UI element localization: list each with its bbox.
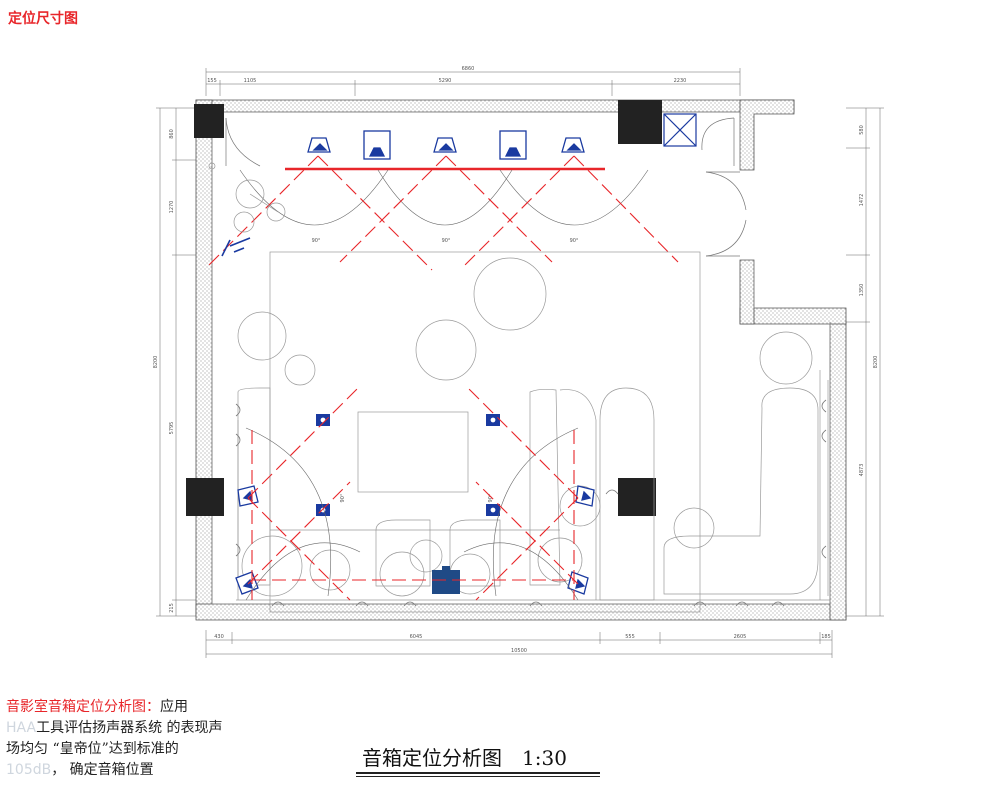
- dim-right-total: 8200: [873, 356, 879, 369]
- speaker-side-right: [575, 485, 595, 507]
- dim-bottom-seg-5: 185: [821, 634, 831, 640]
- coffee-table: [357, 411, 469, 493]
- right-dimension-text: 580 1472 1350 4873 8200: [859, 125, 879, 476]
- dim-left-seg-4: 215: [169, 603, 175, 613]
- angle-labels-surround: 90° 90°: [340, 493, 494, 502]
- sofa-right: [529, 388, 561, 586]
- dim-right-seg-2: 1472: [859, 194, 865, 207]
- wall-sconces: [235, 399, 827, 607]
- front-dispersion-lines: [205, 155, 679, 271]
- ceiling-light-3: [237, 311, 287, 361]
- wall-top: [195, 99, 795, 113]
- chaise-longue: [599, 387, 655, 601]
- analysis-caption: 音影室音箱定位分析图：应用 HAA工具评估扬声器系统 的表现声场均匀 “皇帝位”…: [6, 697, 226, 781]
- wall-right-lower: [829, 321, 847, 621]
- caption-text-1: 应用: [160, 699, 188, 715]
- ceiling-light-4: [284, 354, 316, 386]
- caption-highlight: 音影室音箱定位分析图：: [6, 699, 160, 715]
- speaker-front-center: [433, 137, 457, 153]
- title-underline: [356, 772, 600, 774]
- dim-bottom-seg-2: 6045: [410, 634, 423, 640]
- dim-top-seg-1: 155: [207, 78, 217, 84]
- ceiling-light-1: [473, 257, 547, 331]
- speaker-rear-right: [567, 571, 589, 595]
- caption-text-2: 工具评估扬声器系统 的表现声场均匀 “皇帝位”达到标准的: [6, 720, 223, 757]
- speaker-side-left: [237, 485, 259, 507]
- wall-left: [195, 99, 213, 617]
- caption-text-3: ， 确定音箱位置: [51, 762, 154, 778]
- doors: [225, 117, 747, 257]
- bottom-dimension-text: 430 6045 555 2605 185 10500: [214, 634, 831, 654]
- dim-bottom-total: 10500: [511, 648, 527, 654]
- wall-bracket-speaker: [221, 237, 251, 257]
- wall-right-upper: [739, 259, 755, 325]
- walls: [195, 99, 847, 621]
- page-heading: 定位尺寸图: [8, 11, 78, 27]
- dim-right-seg-3: 1350: [859, 284, 865, 297]
- subwoofer-top-right: [499, 130, 527, 160]
- dim-bottom-seg-4: 2605: [734, 634, 747, 640]
- right-sectional: [663, 387, 819, 595]
- dim-top-total: 6860: [462, 66, 475, 72]
- angle-label-4: 90°: [340, 493, 346, 502]
- speaker-front-right: [561, 137, 585, 153]
- speaker-front-left: [307, 137, 331, 153]
- surround-speakers: [235, 485, 595, 595]
- drawing-title-block: 音箱定位分析图 1:30: [362, 742, 567, 771]
- column-top-right: [618, 100, 662, 144]
- angle-label-3: 90°: [570, 238, 579, 244]
- angle-labels-front: 90° 90° 90°: [312, 238, 579, 244]
- front-left-fixtures: [208, 162, 286, 233]
- dim-left-total: 8200: [153, 356, 159, 369]
- dim-right-seg-1: 580: [859, 125, 865, 135]
- left-dimension-text: 8200 860 1270 5795 215: [153, 129, 175, 613]
- room-furniture: [236, 251, 830, 613]
- dim-top-seg-2: 1105: [244, 78, 257, 84]
- column-top-left: [194, 104, 224, 138]
- dispersion-arcs-front: [239, 169, 649, 226]
- dim-left-seg-2: 1270: [169, 201, 175, 214]
- wall-right-step: [739, 307, 847, 325]
- dim-top-seg-3: 5290: [439, 78, 452, 84]
- seating-zone: [269, 251, 701, 613]
- surround-dispersion-lines: [247, 385, 579, 601]
- subwoofer-top-left: [363, 130, 391, 160]
- dim-left-seg-1: 860: [169, 129, 175, 139]
- drawing-title: 音箱定位分析图: [362, 746, 502, 770]
- dim-top-seg-4: 2230: [674, 78, 687, 84]
- column-right-mid: [618, 478, 656, 516]
- equipment-cabinet: [663, 113, 697, 147]
- structural-columns: [186, 100, 662, 516]
- column-left-mid: [186, 478, 224, 516]
- title-underline-thin: [356, 776, 600, 777]
- wall-right-top: [739, 99, 795, 171]
- dim-right-seg-4: 4873: [859, 464, 865, 477]
- room-outline: [211, 111, 831, 605]
- ceiling-light-2: [415, 319, 477, 381]
- caption-db: 105dB: [6, 762, 52, 778]
- subwoofer-rear: [432, 566, 460, 594]
- ceiling-light-5: [759, 331, 813, 385]
- top-dimension-text: 6860 155 1105 5290 2230: [207, 66, 686, 84]
- drawing-scale: 1:30: [522, 746, 567, 770]
- dispersion-arcs-surround: [245, 427, 579, 601]
- angle-label-1: 90°: [312, 238, 321, 244]
- left-dimension-lines: [156, 107, 196, 617]
- front-speakers: [307, 130, 585, 160]
- right-dimension-lines: [846, 107, 884, 617]
- caption-haa: HAA: [6, 720, 37, 736]
- dim-left-seg-3: 5795: [169, 422, 175, 435]
- bottom-dimension-lines: [205, 630, 833, 658]
- top-dimension-lines: [205, 68, 741, 96]
- dim-bottom-seg-1: 430: [214, 634, 224, 640]
- dim-bottom-seg-3: 555: [625, 634, 635, 640]
- angle-label-2: 90°: [442, 238, 451, 244]
